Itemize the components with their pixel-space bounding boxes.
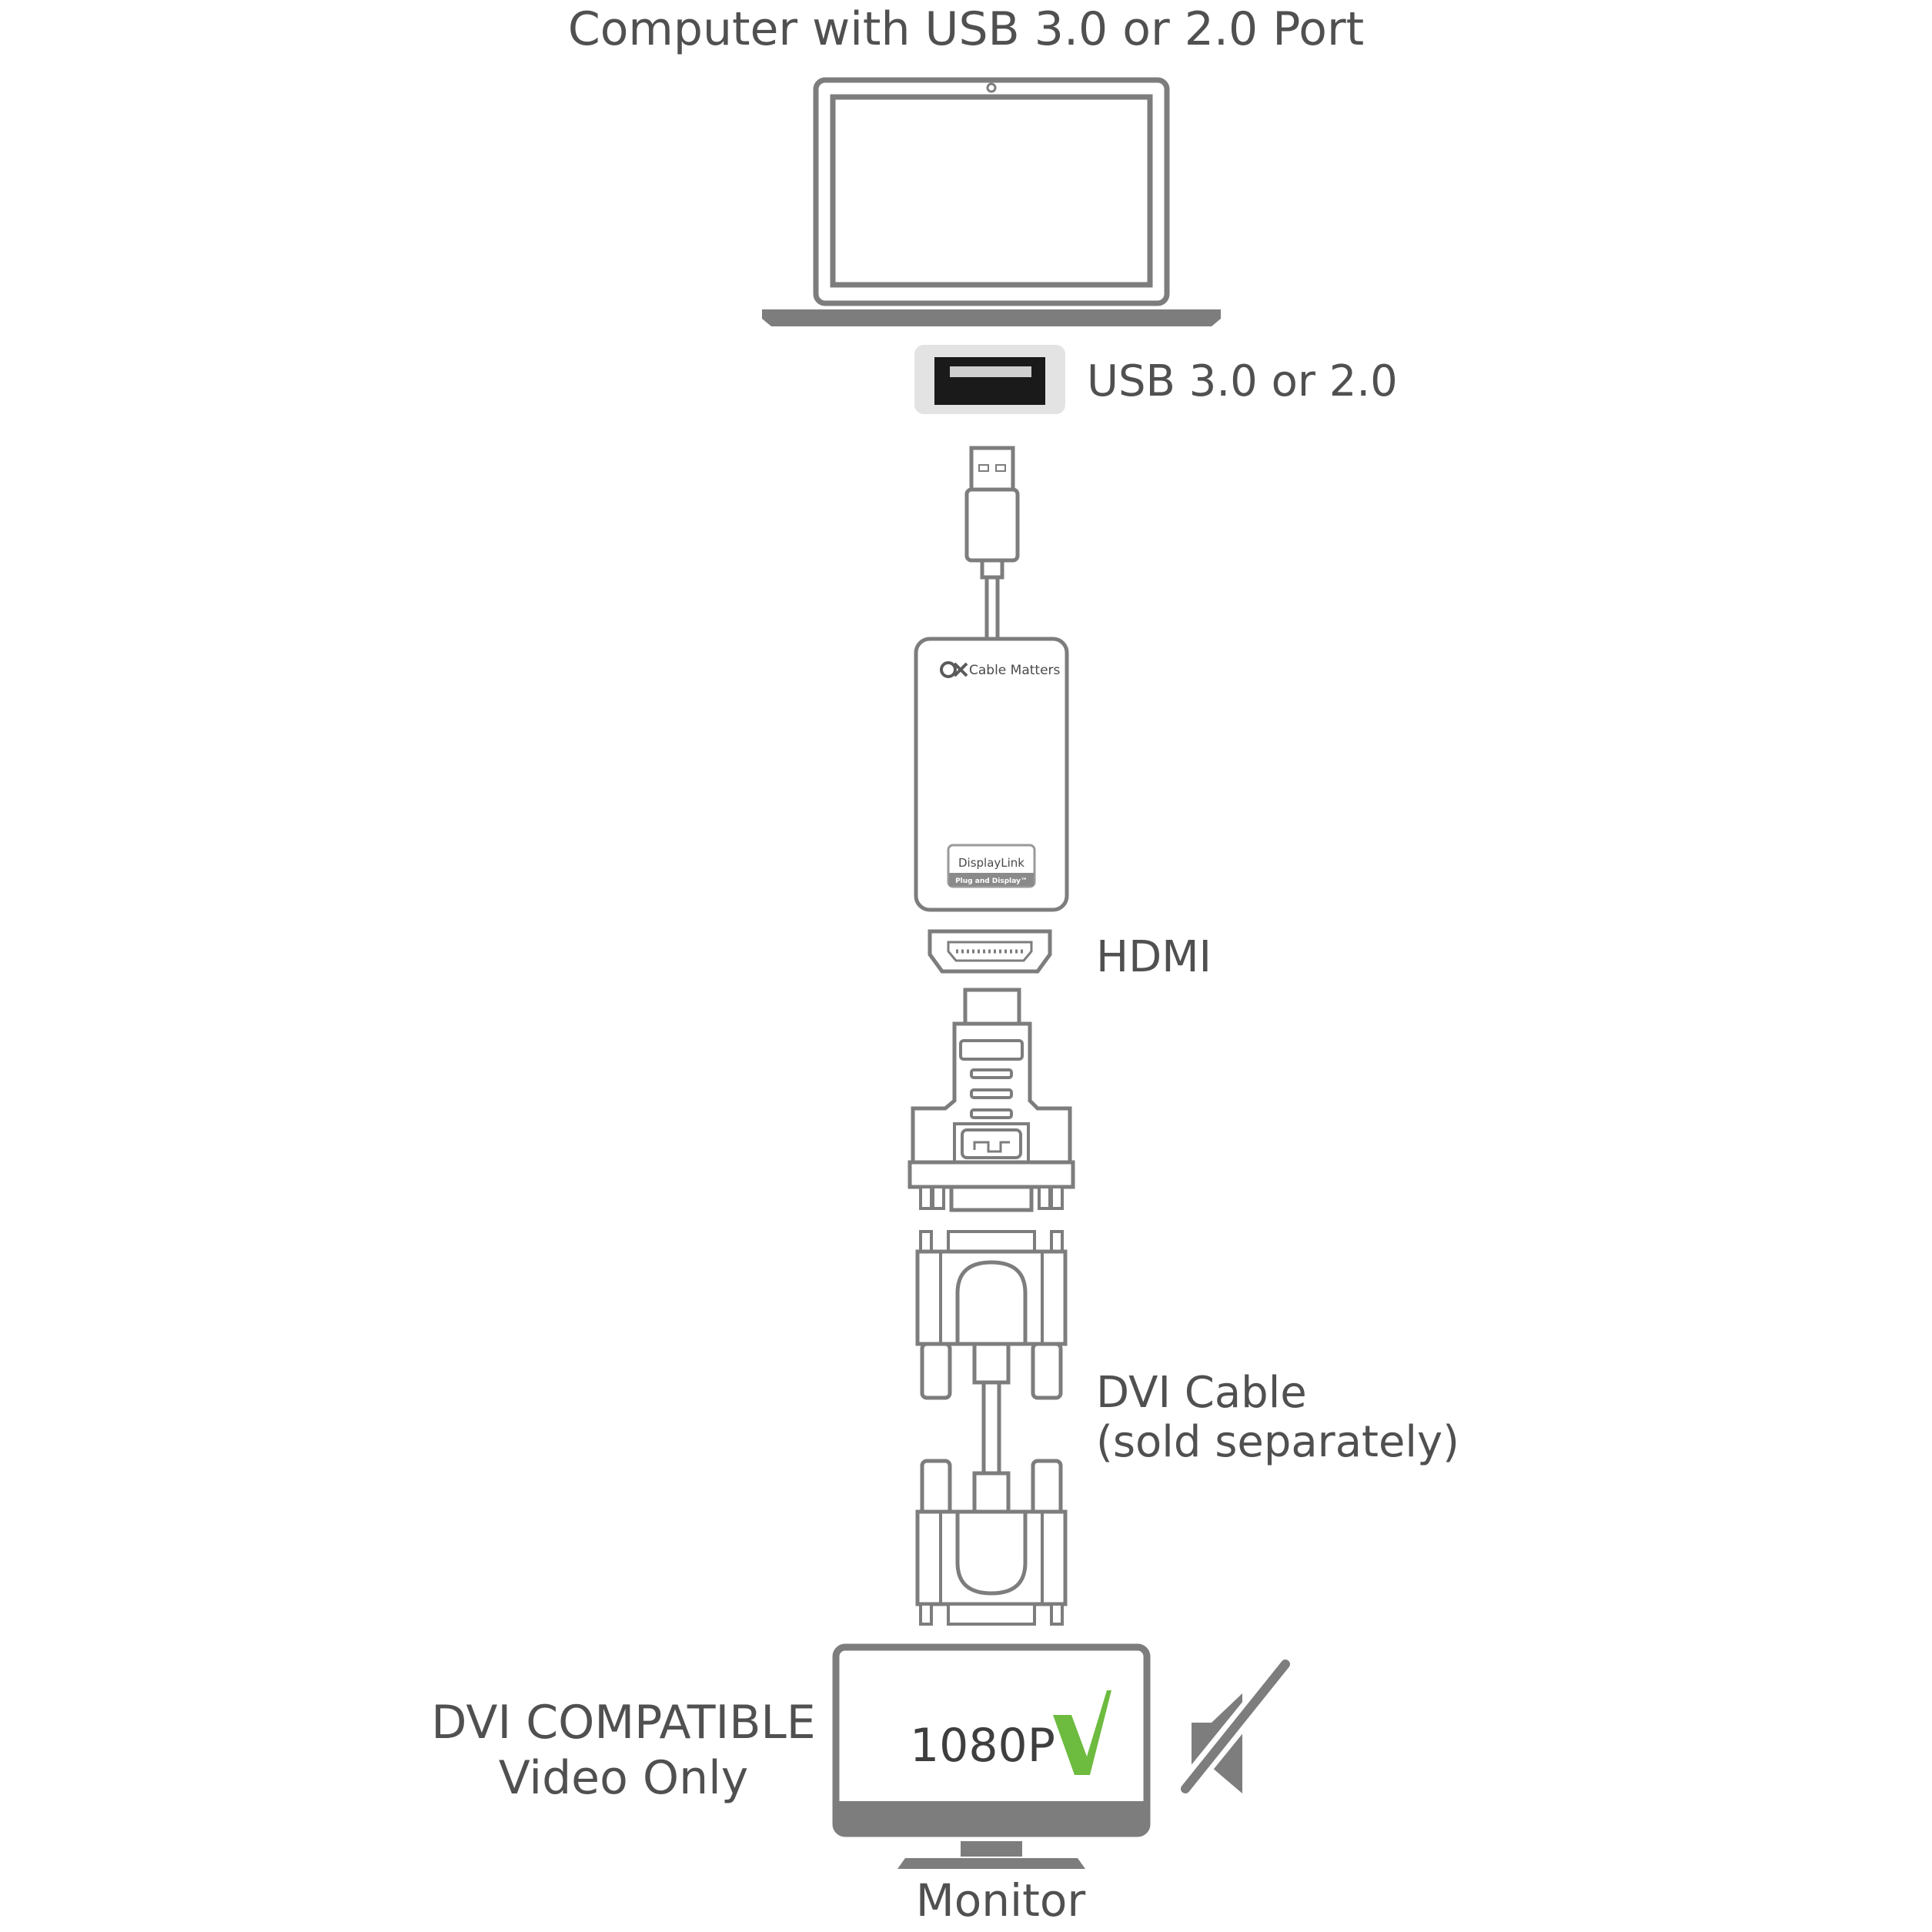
- check-icon: [1053, 1690, 1111, 1775]
- usb-plug-icon: [964, 446, 1020, 641]
- displaylink-badge: DisplayLink Plug and Display™: [947, 844, 1036, 888]
- dvi-cable-note: (sold separately): [1096, 1417, 1459, 1467]
- cable-matters-logo-icon: [940, 661, 968, 678]
- displaylink-name: DisplayLink: [958, 856, 1024, 870]
- hdmi-label: HDMI: [1096, 932, 1212, 982]
- usb-port-label: USB 3.0 or 2.0: [1087, 356, 1398, 406]
- dvi-cable-icon: [915, 1230, 1068, 1626]
- monitor-icon: [832, 1643, 1151, 1869]
- hdmi-to-dvi-adapter-icon: [908, 988, 1075, 1212]
- displaylink-tagline: Plug and Display™: [955, 877, 1028, 885]
- monitor-resolution: 1080P: [910, 1719, 1055, 1773]
- compatibility-note: Video Only: [498, 1751, 749, 1805]
- usb-port-icon: [914, 345, 1065, 414]
- adapter-brand: Cable Matters: [969, 663, 1061, 678]
- adapter-icon: Cable Matters DisplayLink Plug and Displ…: [914, 637, 1069, 912]
- speaker-muted-icon: [1172, 1651, 1299, 1802]
- hdmi-port-icon: [928, 929, 1052, 974]
- dvi-cable-label: DVI Cable: [1096, 1368, 1307, 1418]
- compatibility-label: DVI COMPATIBLE: [431, 1696, 816, 1750]
- diagram-title: Computer with USB 3.0 or 2.0 Port: [567, 2, 1365, 56]
- laptop-icon: [762, 77, 1221, 326]
- monitor-label: Monitor: [915, 1874, 1086, 1927]
